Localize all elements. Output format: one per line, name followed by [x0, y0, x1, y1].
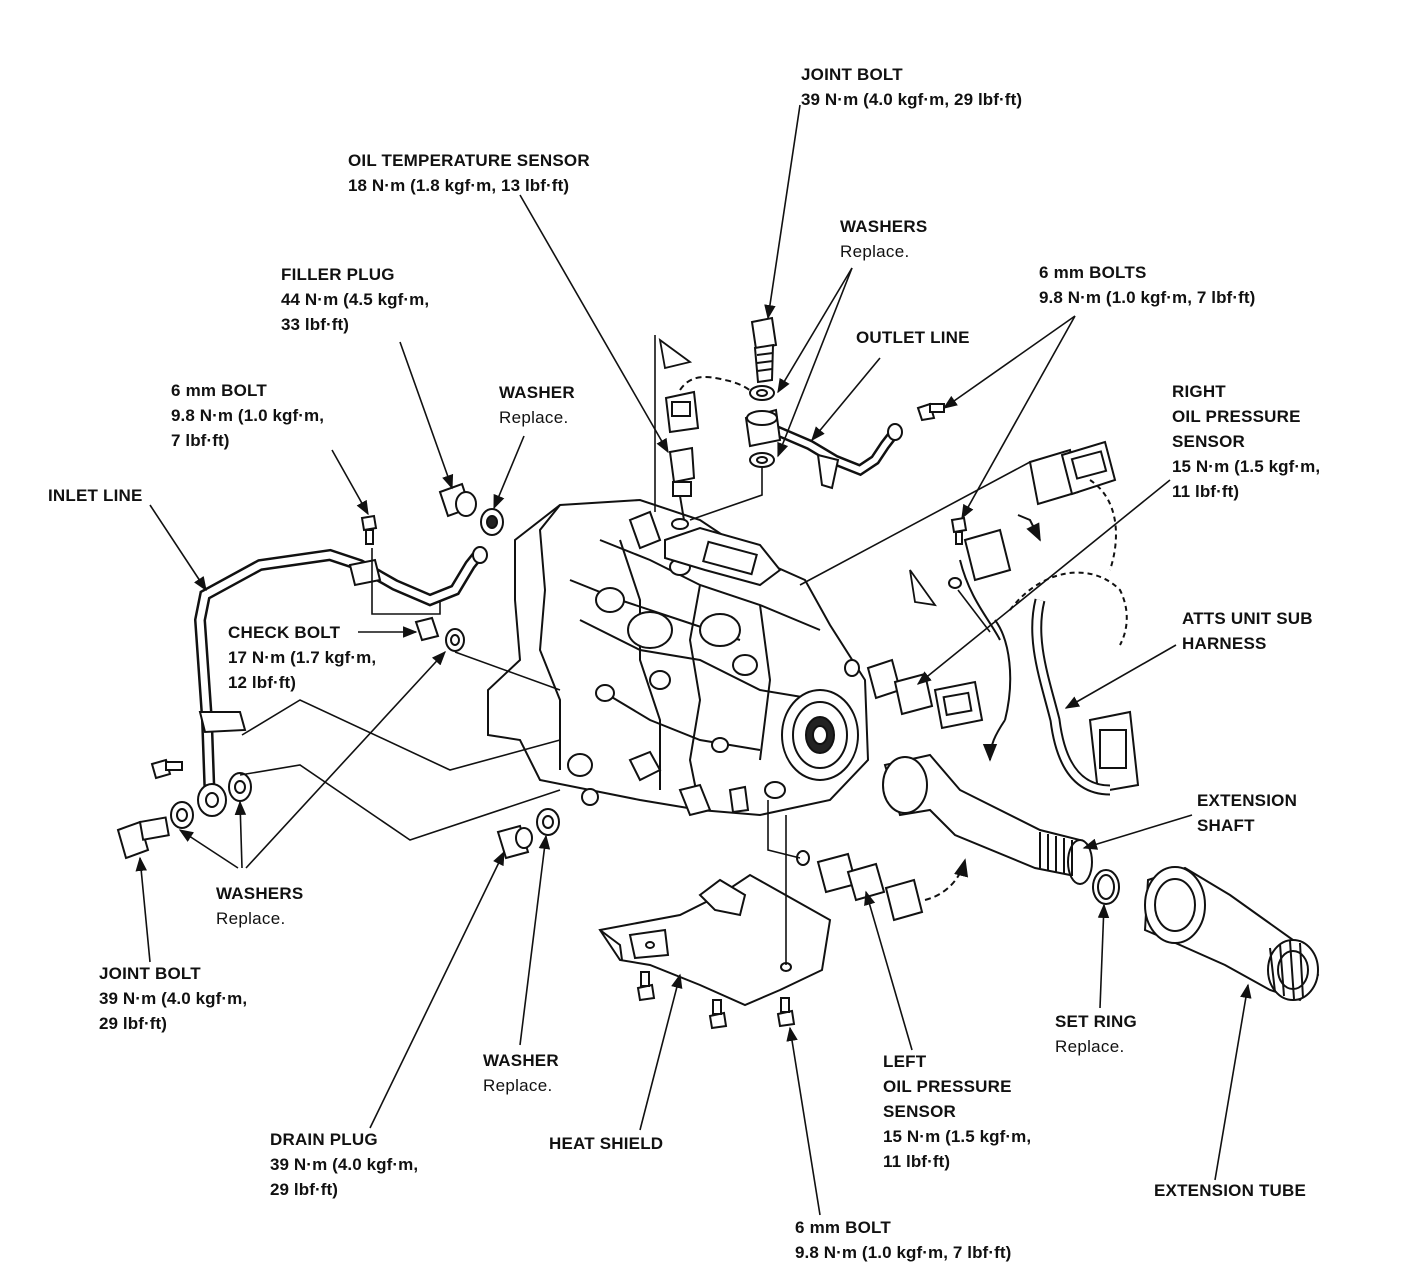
leader-lines [135, 104, 1252, 1216]
extension-shaft-part [882, 753, 1120, 905]
washers-top-title: WASHERS [840, 217, 928, 236]
left-ops-spec-1: 15 N·m (1.5 kgf·m, [883, 1127, 1032, 1146]
callout-inlet-line: INLET LINE [48, 483, 143, 508]
callout-joint-bolt-top: JOINT BOLT 39 N·m (4.0 kgf·m, 29 lbf·ft) [801, 62, 1022, 112]
outlet-line-title: OUTLET LINE [856, 328, 970, 347]
extension-tube-title: EXTENSION TUBE [1154, 1181, 1307, 1200]
callout-6mm-bolt-left: 6 mm BOLT 9.8 N·m (1.0 kgf·m, 7 lbf·ft) [171, 378, 324, 453]
washer-bottom-title: WASHER [483, 1051, 559, 1070]
callout-outlet-line: OUTLET LINE [856, 325, 970, 350]
filler-plug-part [438, 482, 504, 536]
bolts-6mm-top-title: 6 mm BOLTS [1039, 263, 1147, 282]
bolt-6mm-bottom-spec: 9.8 N·m (1.0 kgf·m, 7 lbf·ft) [795, 1243, 1012, 1262]
drain-plug-spec-2: 29 lbf·ft) [270, 1180, 339, 1199]
oil-pressure-sensors [796, 440, 1140, 922]
callout-filler-plug: FILLER PLUG 44 N·m (4.5 kgf·m, 33 lbf·ft… [281, 262, 429, 337]
callout-extension-tube: EXTENSION TUBE [1154, 1178, 1306, 1203]
filler-plug-spec-1: 44 N·m (4.5 kgf·m, [281, 290, 430, 309]
washer-bottom-note: Replace. [483, 1076, 553, 1095]
filler-plug-spec-2: 33 lbf·ft) [281, 315, 350, 334]
right-ops-spec-1: 15 N·m (1.5 kgf·m, [1172, 457, 1321, 476]
callout-extension-shaft: EXTENSION SHAFT [1197, 788, 1297, 838]
right-ops-title-3: SENSOR [1172, 432, 1245, 451]
bolts-6mm-top-spec: 9.8 N·m (1.0 kgf·m, 7 lbf·ft) [1039, 288, 1256, 307]
right-ops-title-1: RIGHT [1172, 382, 1226, 401]
bolt-6mm-left-spec-2: 7 lbf·ft) [171, 431, 230, 450]
extension-shaft-title-1: EXTENSION [1197, 791, 1298, 810]
joint-bolt-bottom-spec-2: 29 lbf·ft) [99, 1014, 168, 1033]
joint-bolt-bottom-spec-1: 39 N·m (4.0 kgf·m, [99, 989, 248, 1008]
callout-joint-bolt-bottom: JOINT BOLT 39 N·m (4.0 kgf·m, 29 lbf·ft) [99, 961, 247, 1036]
right-ops-spec-2: 11 lbf·ft) [1172, 482, 1240, 501]
extension-tube-part [1143, 866, 1320, 1002]
heat-shield-title: HEAT SHIELD [549, 1134, 664, 1153]
callout-left-oil-pressure-sensor: LEFT OIL PRESSURE SENSOR 15 N·m (1.5 kgf… [883, 1049, 1031, 1174]
callout-washer-bottom: WASHER Replace. [483, 1048, 559, 1098]
callout-6mm-bolts-top: 6 mm BOLTS 9.8 N·m (1.0 kgf·m, 7 lbf·ft) [1039, 260, 1255, 310]
joint-bolt-bottom-title: JOINT BOLT [99, 964, 201, 983]
washer-mid-note: Replace. [499, 408, 569, 427]
inlet-line-part [193, 546, 488, 817]
callout-washers-bottom: WASHERS Replace. [216, 881, 303, 931]
left-ops-title-2: OIL PRESSURE [883, 1077, 1012, 1096]
callout-oil-temp-sensor: OIL TEMPERATURE SENSOR 18 N·m (1.8 kgf·m… [348, 148, 590, 198]
washers-bottom-note: Replace. [216, 909, 286, 928]
set-ring-note: Replace. [1055, 1037, 1125, 1056]
atts-harness-title-2: HARNESS [1182, 634, 1267, 653]
oil-temp-sensor-title: OIL TEMPERATURE SENSOR [348, 151, 590, 170]
callout-check-bolt: CHECK BOLT 17 N·m (1.7 kgf·m, 12 lbf·ft) [228, 620, 376, 695]
callout-washers-top: WASHERS Replace. [840, 214, 927, 264]
callout-6mm-bolt-bottom: 6 mm BOLT 9.8 N·m (1.0 kgf·m, 7 lbf·ft) [795, 1215, 1011, 1265]
check-bolt-title: CHECK BOLT [228, 623, 341, 642]
bolt-6mm-bottom-title: 6 mm BOLT [795, 1218, 891, 1237]
small-bolts [116, 402, 968, 1030]
left-ops-title-3: SENSOR [883, 1102, 956, 1121]
right-ops-title-2: OIL PRESSURE [1172, 407, 1301, 426]
callout-heat-shield: HEAT SHIELD [549, 1131, 663, 1156]
inlet-line-title: INLET LINE [48, 486, 143, 505]
left-ops-title-1: LEFT [883, 1052, 927, 1071]
check-bolt-spec-1: 17 N·m (1.7 kgf·m, [228, 648, 377, 667]
left-ops-spec-2: 11 lbf·ft) [883, 1152, 951, 1171]
callout-right-oil-pressure-sensor: RIGHT OIL PRESSURE SENSOR 15 N·m (1.5 kg… [1172, 379, 1320, 504]
atts-harness-part [924, 479, 1128, 901]
filler-plug-title: FILLER PLUG [281, 265, 395, 284]
drain-plug-spec-1: 39 N·m (4.0 kgf·m, [270, 1155, 419, 1174]
oil-temp-sensor-spec: 18 N·m (1.8 kgf·m, 13 lbf·ft) [348, 176, 570, 195]
bolt-6mm-left-spec-1: 9.8 N·m (1.0 kgf·m, [171, 406, 325, 425]
heat-shield-part [598, 873, 832, 1007]
drain-plug-title: DRAIN PLUG [270, 1130, 378, 1149]
washers-top-note: Replace. [840, 242, 910, 261]
callout-drain-plug: DRAIN PLUG 39 N·m (4.0 kgf·m, 29 lbf·ft) [270, 1127, 418, 1202]
check-bolt-spec-2: 12 lbf·ft) [228, 673, 297, 692]
direction-arrows [658, 337, 937, 607]
oil-temp-sensor-part [664, 376, 753, 530]
atts-harness-title-1: ATTS UNIT SUB [1182, 609, 1313, 628]
joint-bolt-top-title: JOINT BOLT [801, 65, 903, 84]
washers-bottom-title: WASHERS [216, 884, 304, 903]
outlet-line-part [769, 423, 903, 490]
callout-set-ring: SET RING Replace. [1055, 1009, 1137, 1059]
set-ring-title: SET RING [1055, 1012, 1137, 1031]
joint-bolt-top-spec: 39 N·m (4.0 kgf·m, 29 lbf·ft) [801, 90, 1023, 109]
joint-bolt-top-part [744, 316, 782, 468]
atts-housing [487, 498, 870, 817]
callout-atts-harness: ATTS UNIT SUB HARNESS [1182, 606, 1313, 656]
callout-washer-mid: WASHER Replace. [499, 380, 575, 430]
washer-mid-title: WASHER [499, 383, 575, 402]
bolt-6mm-left-title: 6 mm BOLT [171, 381, 267, 400]
extension-shaft-title-2: SHAFT [1197, 816, 1255, 835]
